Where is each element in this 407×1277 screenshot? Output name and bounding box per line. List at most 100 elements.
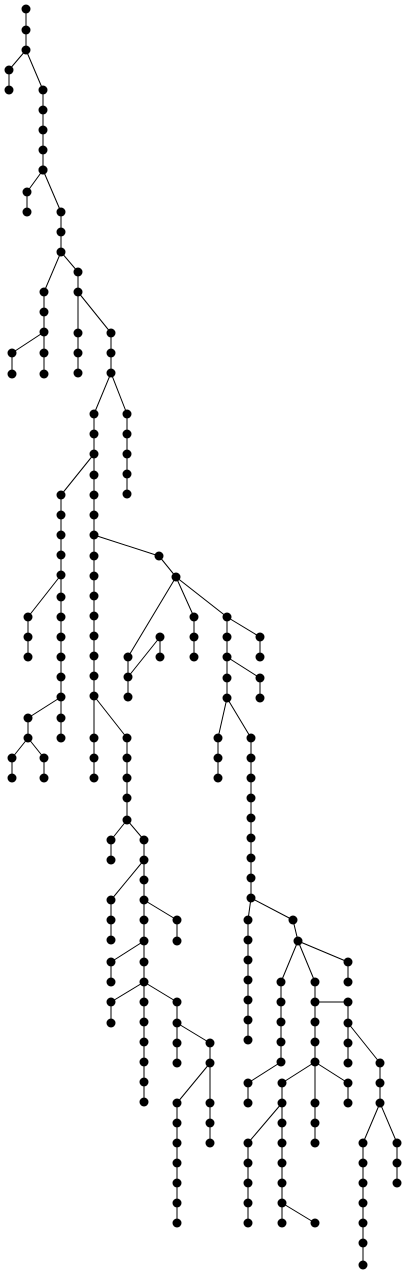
- tree-node: [139, 875, 149, 885]
- tree-edge: [93, 534, 160, 557]
- tree-node: [89, 753, 99, 763]
- tree-node: [255, 632, 265, 642]
- tree-node: [139, 1017, 149, 1027]
- tree-edge: [176, 1022, 211, 1044]
- tree-edge: [42, 169, 62, 213]
- tree-node: [276, 977, 286, 987]
- tree-node: [310, 977, 320, 987]
- tree-node: [243, 1158, 253, 1168]
- tree-node: [222, 612, 232, 622]
- tree-node: [246, 773, 256, 783]
- tree-node: [213, 733, 223, 743]
- tree-node: [277, 1098, 287, 1108]
- tree-node: [310, 997, 320, 1007]
- tree-node: [56, 652, 66, 662]
- tree-node: [205, 1098, 215, 1108]
- tree-edge: [247, 1061, 282, 1084]
- tree-node: [375, 1058, 385, 1068]
- tree-node: [222, 652, 232, 662]
- tree-node: [106, 835, 116, 845]
- tree-node: [172, 1158, 182, 1168]
- tree-node: [276, 1017, 286, 1027]
- tree-node: [7, 753, 17, 763]
- tree-node: [343, 1078, 353, 1088]
- tree-node: [123, 672, 133, 682]
- tree-edge: [226, 616, 261, 638]
- tree-node: [155, 652, 165, 662]
- tree-node: [122, 469, 132, 479]
- tree-node: [172, 1178, 182, 1188]
- tree-node: [122, 409, 132, 419]
- tree-node: [310, 1118, 320, 1128]
- tree-node: [23, 733, 33, 743]
- tree-node: [106, 895, 116, 905]
- tree-node: [310, 1017, 320, 1027]
- tree-node: [73, 267, 83, 277]
- tree-node: [38, 145, 48, 155]
- tree-node: [213, 753, 223, 763]
- tree-node: [343, 997, 353, 1007]
- tree-node: [4, 65, 14, 75]
- tree-node: [73, 348, 83, 358]
- tree-node: [189, 652, 199, 662]
- tree-node: [56, 612, 66, 622]
- tree-node: [343, 977, 353, 987]
- tree-node: [172, 915, 182, 925]
- tree-node: [343, 1098, 353, 1108]
- tree-node: [89, 409, 99, 419]
- tree-edge: [43, 251, 62, 293]
- tree-edge: [362, 1102, 381, 1144]
- tree-node: [358, 1218, 368, 1228]
- tree-node: [189, 612, 199, 622]
- tree-node: [172, 997, 182, 1007]
- tree-node: [139, 1097, 149, 1107]
- tree-node: [343, 1038, 353, 1048]
- tree-node: [139, 1037, 149, 1047]
- tree-node: [89, 470, 99, 480]
- tree-node: [56, 550, 66, 560]
- tree-node: [172, 1118, 182, 1128]
- tree-node: [310, 1037, 320, 1047]
- tree-edge: [379, 1102, 398, 1144]
- tree-node: [310, 1057, 320, 1067]
- tree-node: [106, 915, 116, 925]
- tree-node: [122, 449, 132, 459]
- tree-node: [106, 348, 116, 358]
- tree-node: [277, 1138, 287, 1148]
- tree-node: [392, 1158, 402, 1168]
- tree-edge: [26, 169, 44, 193]
- tree-node: [122, 733, 132, 743]
- tree-node: [89, 733, 99, 743]
- tree-node: [358, 1158, 368, 1168]
- tree-node: [139, 977, 149, 987]
- tree-edge: [217, 697, 228, 739]
- tree-node: [343, 1018, 353, 1028]
- tree-node: [89, 671, 99, 681]
- tree-node: [392, 1178, 402, 1188]
- tree-node: [343, 1058, 353, 1068]
- tree-node: [246, 793, 256, 803]
- tree-node: [310, 1098, 320, 1108]
- tree-node: [246, 853, 256, 863]
- tree-edge: [281, 1061, 316, 1084]
- tree-node: [246, 733, 256, 743]
- tree-node: [155, 632, 165, 642]
- tree-node: [310, 1138, 320, 1148]
- tree-node: [4, 85, 14, 95]
- tree-edge: [176, 1062, 211, 1104]
- tree-node: [358, 1238, 368, 1248]
- tree-node: [243, 975, 253, 985]
- tree-node: [122, 815, 132, 825]
- tree-node: [243, 1198, 253, 1208]
- tree-node: [205, 1038, 215, 1048]
- tree-node: [246, 873, 256, 883]
- tree-node: [246, 753, 256, 763]
- tree-edge: [93, 372, 112, 415]
- tree-edge: [143, 981, 178, 1003]
- tree-edge: [297, 940, 349, 963]
- tree-node: [39, 753, 49, 763]
- tree-node: [277, 1218, 287, 1228]
- tree-node: [39, 327, 49, 337]
- tree-node: [293, 936, 303, 946]
- tree-node: [21, 4, 31, 14]
